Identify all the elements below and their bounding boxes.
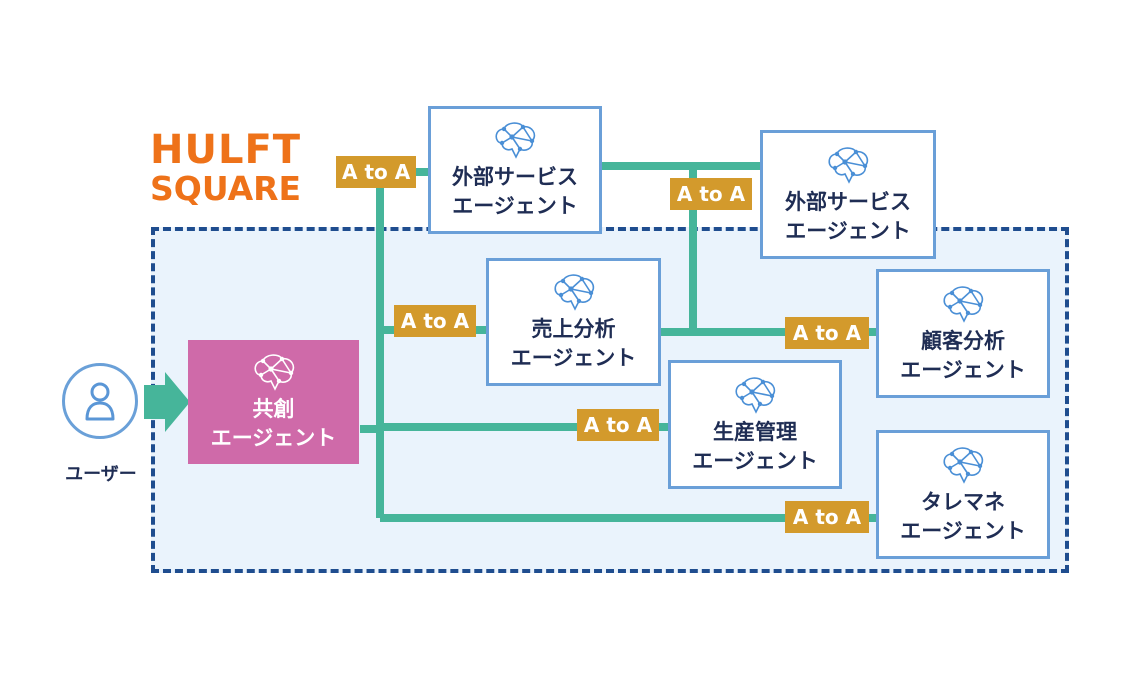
person-icon xyxy=(85,382,115,421)
a-to-a-badge-sales: A to A xyxy=(394,305,476,337)
external-service-agent-2-label: 外部サービス エージェント xyxy=(785,189,911,243)
a-to-a-badge-production: A to A xyxy=(577,409,659,441)
hulft-square-logo: HULFT SQUARE xyxy=(150,130,301,205)
a-to-a-badge-customer: A to A xyxy=(785,317,869,349)
external-service-agent-2[interactable]: 外部サービス エージェント xyxy=(760,130,936,259)
telemarketing-agent-label: タレマネ エージェント xyxy=(900,489,1026,543)
user-node[interactable] xyxy=(62,363,138,439)
co-creation-agent[interactable]: 共創 エージェント xyxy=(188,340,359,464)
external-service-agent-1[interactable]: 外部サービス エージェント xyxy=(428,106,602,234)
logo-line1: HULFT xyxy=(150,127,302,173)
production-management-agent[interactable]: 生産管理 エージェント xyxy=(668,360,842,489)
customer-analysis-agent[interactable]: 顧客分析 エージェント xyxy=(876,269,1050,398)
brain-network-icon xyxy=(828,146,869,184)
brain-network-icon xyxy=(553,274,594,311)
logo-line2: SQUARE xyxy=(150,169,302,208)
user-to-core-arrow xyxy=(144,372,190,432)
brain-network-icon xyxy=(495,122,536,159)
brain-network-icon xyxy=(253,354,294,391)
user-label: ユーザー xyxy=(65,464,137,485)
production-management-agent-label: 生産管理 エージェント xyxy=(692,419,818,473)
sales-analysis-agent-label: 売上分析 エージェント xyxy=(510,317,637,370)
brain-network-icon xyxy=(735,376,776,414)
a-to-a-badge-external1: A to A xyxy=(336,156,416,188)
a-to-a-badge-external2: A to A xyxy=(670,178,752,210)
brain-network-icon xyxy=(943,446,984,484)
customer-analysis-agent-label: 顧客分析 エージェント xyxy=(900,328,1026,382)
brain-network-icon xyxy=(943,285,984,323)
sales-analysis-agent[interactable]: 売上分析 エージェント xyxy=(486,258,661,386)
co-creation-agent-label: 共創 エージェント xyxy=(210,397,337,450)
external-service-agent-1-label: 外部サービス エージェント xyxy=(452,165,578,218)
a-to-a-badge-telemarketing: A to A xyxy=(785,501,869,533)
telemarketing-agent[interactable]: タレマネ エージェント xyxy=(876,430,1050,559)
